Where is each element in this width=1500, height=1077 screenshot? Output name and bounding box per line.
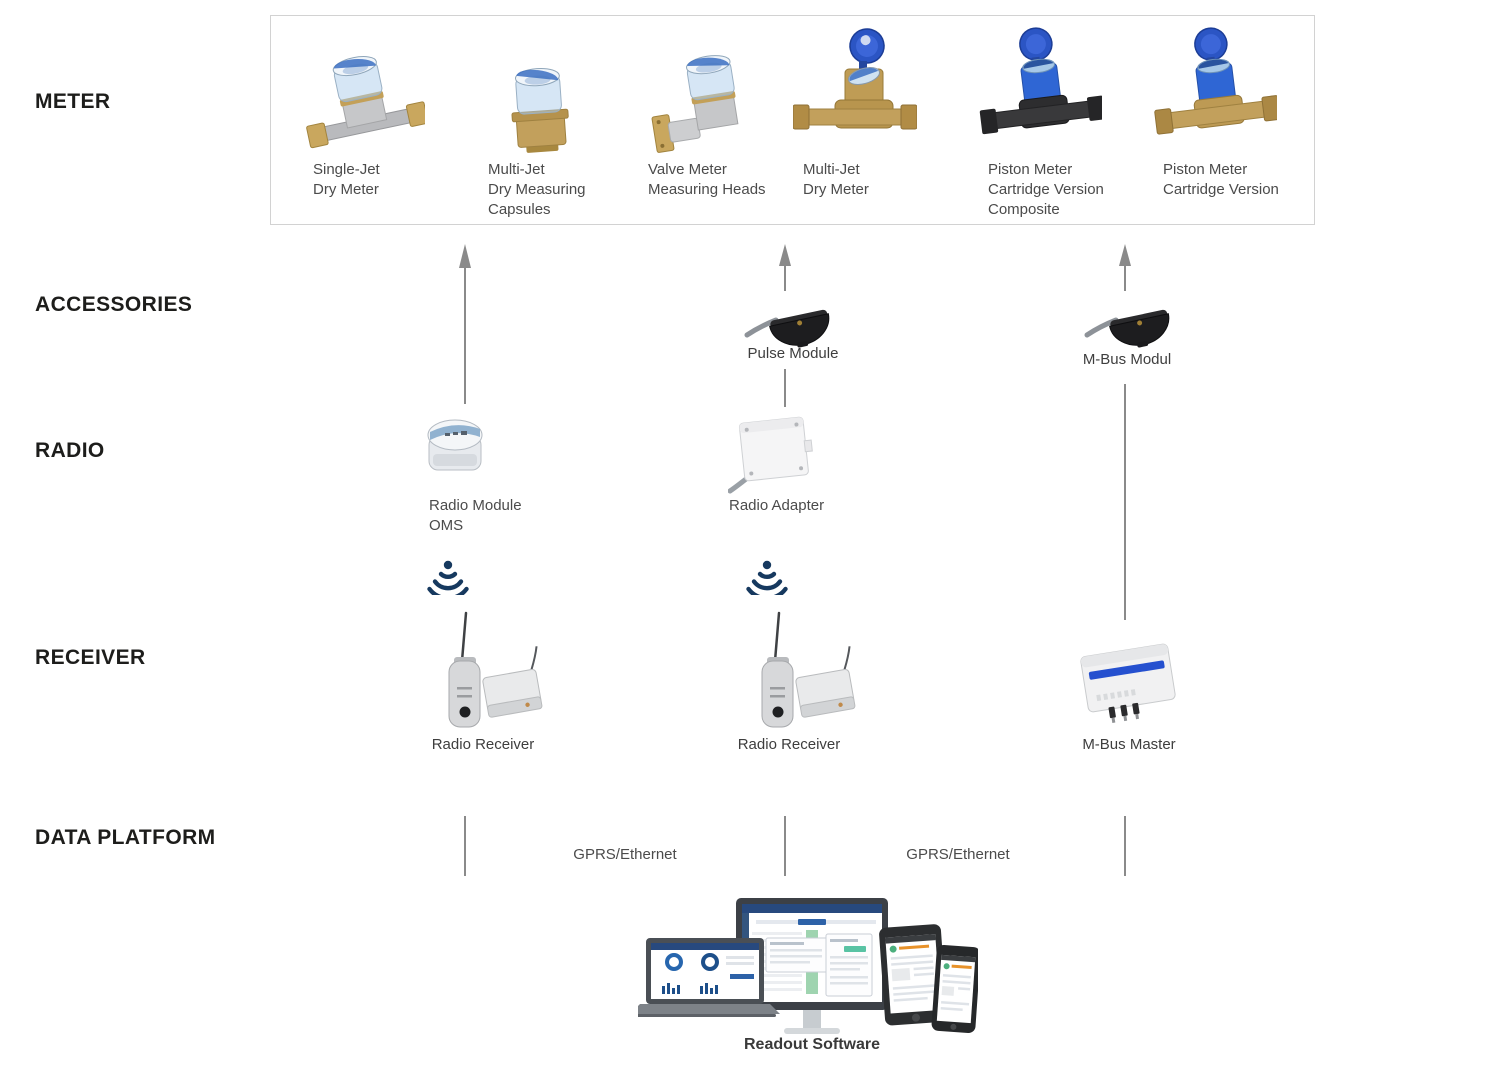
mbus-master-label: M-Bus Master (1082, 736, 1176, 753)
multi-jet-dry-meter-image (790, 18, 920, 156)
radio-adapter-icon (728, 416, 813, 494)
connector-line (464, 816, 466, 876)
radio-signal-icon (746, 560, 788, 595)
up-arrow-icon (459, 244, 471, 404)
radio-adapter-label: Radio Adapter (729, 497, 825, 514)
connector-line (784, 816, 786, 876)
mbus-master-image (1074, 628, 1182, 724)
multi-jet-capsule-image (475, 18, 605, 156)
valve-meter-icon (651, 55, 739, 153)
piston-meter-composite-image (975, 18, 1105, 156)
radio-module-oms-label: Radio Module OMS (429, 497, 522, 534)
readout-software-label: Readout Software (743, 1036, 880, 1053)
gprs-ethernet-label: GPRS/Ethernet (906, 846, 1010, 863)
radio-receiver-icon (448, 611, 543, 728)
row-label-data-platform: DATA PLATFORM (35, 826, 216, 849)
meter-label: Valve Meter Measuring Heads (648, 161, 766, 198)
single-jet-dry-meter-icon (306, 56, 425, 149)
piston-meter-brass-image (1150, 18, 1280, 156)
row-label-receiver: RECEIVER (35, 646, 146, 669)
pulse-module-icon (744, 309, 830, 348)
radio-module-oms-icon (427, 419, 483, 471)
single-jet-dry-meter-image (300, 18, 430, 156)
connector-line (784, 369, 786, 407)
connector-line (1124, 816, 1126, 876)
pulse-module-label: Pulse Module (747, 345, 839, 362)
radio-receiver-image (739, 611, 861, 735)
radio-receiver-icon (761, 611, 856, 728)
mbus-module-icon (1084, 309, 1170, 348)
up-arrow-icon (779, 244, 791, 291)
row-label-meter: METER (35, 90, 111, 113)
row-label-radio: RADIO (35, 439, 105, 462)
mbus-module-label: M-Bus Modul (1082, 351, 1172, 368)
mbus-module-image (1082, 286, 1178, 348)
connector-line (1124, 384, 1126, 620)
gprs-ethernet-label: GPRS/Ethernet (573, 846, 677, 863)
pulse-module-image (742, 286, 838, 348)
up-arrow-icon (1119, 244, 1131, 291)
valve-meter-image (645, 18, 775, 156)
piston-meter-composite-icon (979, 27, 1102, 135)
radio-receiver-label: Radio Receiver (737, 736, 841, 753)
piston-meter-brass-icon (1154, 27, 1277, 135)
radio-adapter-image (728, 410, 816, 494)
row-label-accessories: ACCESSORIES (35, 293, 193, 316)
multi-jet-dry-meter-icon (793, 28, 917, 130)
meter-label: Piston Meter Cartridge Version Composite (988, 161, 1104, 218)
readout-software-devices-icon (638, 898, 978, 1034)
meter-label: Multi-Jet Dry Measuring Capsules (488, 161, 586, 218)
radio-signal-icon (427, 560, 469, 595)
meter-label: Piston Meter Cartridge Version (1163, 161, 1279, 198)
radio-module-oms-image (420, 412, 490, 480)
radio-receiver-label: Radio Receiver (431, 736, 535, 753)
multi-jet-capsule-icon (511, 67, 569, 153)
readout-software-image (638, 890, 978, 1035)
radio-receiver-image (426, 611, 548, 735)
meter-label: Multi-Jet Dry Meter (803, 161, 869, 198)
meter-label: Single-Jet Dry Meter (313, 161, 380, 198)
mbus-master-icon (1080, 643, 1176, 724)
